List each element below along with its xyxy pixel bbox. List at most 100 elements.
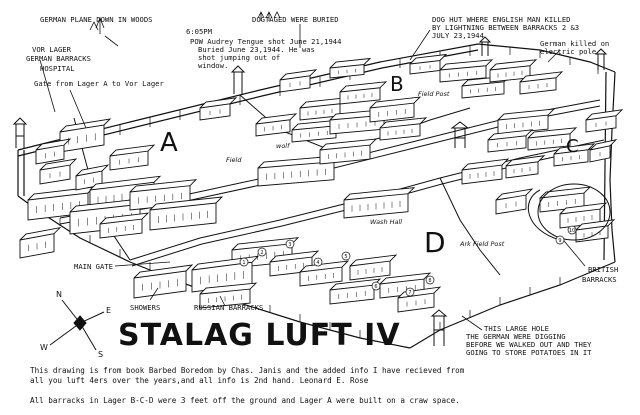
barrack-windows bbox=[419, 65, 431, 70]
number-marker bbox=[285, 239, 295, 249]
number-marker bbox=[567, 225, 577, 235]
barrack-windows bbox=[536, 138, 562, 146]
note-british-1: BRITISH bbox=[588, 265, 619, 274]
barrack-building bbox=[495, 188, 534, 215]
note-german-plane: GERMAN PLANE DOWN IN WOODS bbox=[40, 15, 153, 24]
barrack-windows bbox=[497, 70, 523, 78]
barrack-windows bbox=[289, 81, 301, 87]
barrack-windows bbox=[158, 210, 208, 224]
barrack-windows bbox=[138, 192, 182, 204]
barrack-building bbox=[149, 196, 224, 231]
note-pow-shot: POW Audrey Tengue shot June 21,1944 bbox=[190, 37, 342, 46]
note-dogtags: DOGTAGED WERE BURIED bbox=[252, 15, 339, 24]
barrack-building bbox=[559, 202, 608, 229]
barrack-windows bbox=[469, 170, 495, 179]
barrack-building bbox=[369, 96, 422, 123]
note-hole-1: THIS LARGE HOLE bbox=[484, 324, 549, 333]
note-buried: Buried June 23,1944. He was bbox=[198, 45, 315, 54]
note-jumping: shot jumping out of bbox=[198, 53, 281, 62]
barrack-windows bbox=[278, 262, 304, 271]
compass-s: S bbox=[98, 350, 104, 359]
number-marker-label: 6 bbox=[374, 284, 377, 290]
barrack-building bbox=[339, 81, 388, 105]
number-marker-label: 1 bbox=[242, 260, 245, 266]
note-german-barracks: GERMAN BARRACKS bbox=[26, 54, 91, 63]
barrack-windows bbox=[338, 68, 356, 75]
note-main-gate: MAIN GATE bbox=[74, 262, 113, 271]
barrack-building bbox=[35, 138, 72, 165]
barrack-building bbox=[461, 158, 510, 185]
footer-line-3: All barracks in Lager B-C-D were 3 feet … bbox=[30, 396, 460, 405]
barrack-windows bbox=[388, 284, 416, 293]
number-marker-label: 7 bbox=[408, 290, 411, 296]
number-marker-label: 2 bbox=[260, 250, 263, 256]
number-marker bbox=[239, 257, 249, 267]
compass-rose bbox=[49, 299, 105, 351]
barrack-windows bbox=[448, 70, 478, 78]
barrack-windows bbox=[108, 224, 134, 233]
barrack-windows bbox=[338, 120, 376, 129]
barrack-windows bbox=[470, 86, 496, 94]
number-marker-label: 10 bbox=[569, 228, 575, 234]
barrack-windows bbox=[36, 201, 80, 213]
number-marker bbox=[405, 287, 415, 297]
barrack-windows bbox=[406, 299, 426, 307]
barrack-building bbox=[99, 212, 150, 239]
barrack-building bbox=[553, 143, 596, 167]
barrack-building bbox=[299, 260, 350, 287]
barrack-windows bbox=[513, 167, 531, 174]
note-vor-lager: VOR LAGER bbox=[32, 45, 71, 54]
barrack-building bbox=[319, 138, 378, 165]
barrack-windows bbox=[548, 198, 576, 207]
barrack-building bbox=[589, 139, 618, 163]
barrack-windows bbox=[497, 141, 517, 148]
barrack-building bbox=[19, 226, 62, 259]
barrack-building bbox=[519, 71, 564, 95]
note-german-killed: German killed on bbox=[540, 39, 610, 48]
barrack-windows bbox=[200, 271, 244, 285]
footer-line-1: This drawing is from book Barbed Boredom… bbox=[30, 366, 465, 375]
barrack-building bbox=[527, 127, 578, 151]
barrack-windows bbox=[266, 168, 326, 180]
compass-w: W bbox=[40, 343, 48, 352]
note-british-2: BARRACKS bbox=[582, 275, 617, 284]
barrack-windows bbox=[347, 92, 373, 100]
barrack-windows bbox=[45, 151, 55, 159]
note-time: 6:05PM bbox=[186, 27, 212, 36]
note-hole-3: BEFORE WE WALKED OUT AND THEY bbox=[466, 340, 592, 349]
number-marker bbox=[425, 275, 435, 285]
barrack-building bbox=[329, 57, 372, 79]
barrack-building bbox=[505, 155, 546, 179]
barrack-windows bbox=[506, 120, 540, 129]
barrack-windows bbox=[595, 121, 607, 127]
arrows bbox=[39, 24, 586, 331]
barrack-windows bbox=[351, 200, 401, 212]
barrack-windows bbox=[68, 133, 96, 145]
number-marker-label: 4 bbox=[316, 260, 319, 266]
barrack-windows bbox=[307, 108, 333, 116]
barrack-windows bbox=[378, 108, 406, 117]
lager-b-label: B bbox=[390, 72, 404, 96]
label-wolf: wolf bbox=[276, 142, 290, 150]
barrack-building bbox=[39, 158, 78, 185]
barrack-windows bbox=[338, 290, 366, 299]
barrack-windows bbox=[264, 125, 282, 132]
watch-towers bbox=[12, 36, 608, 346]
barrack-building bbox=[199, 282, 258, 309]
barrack-building bbox=[329, 278, 382, 305]
barrack-building bbox=[199, 97, 238, 121]
barrack-windows bbox=[528, 83, 548, 90]
circles bbox=[527, 183, 611, 241]
barrack-windows bbox=[119, 157, 139, 165]
barrack-building bbox=[497, 108, 556, 135]
barrack-windows bbox=[84, 177, 94, 185]
number-marker-label: 9 bbox=[558, 238, 561, 244]
barrack-building bbox=[489, 59, 538, 83]
note-window: window. bbox=[198, 61, 229, 70]
label-field-d: Ark Field Post bbox=[460, 240, 505, 248]
note-dog-hut: DOG HUT WHERE ENGLISH MAN KILLED bbox=[432, 15, 571, 24]
barrack-windows bbox=[567, 214, 593, 223]
